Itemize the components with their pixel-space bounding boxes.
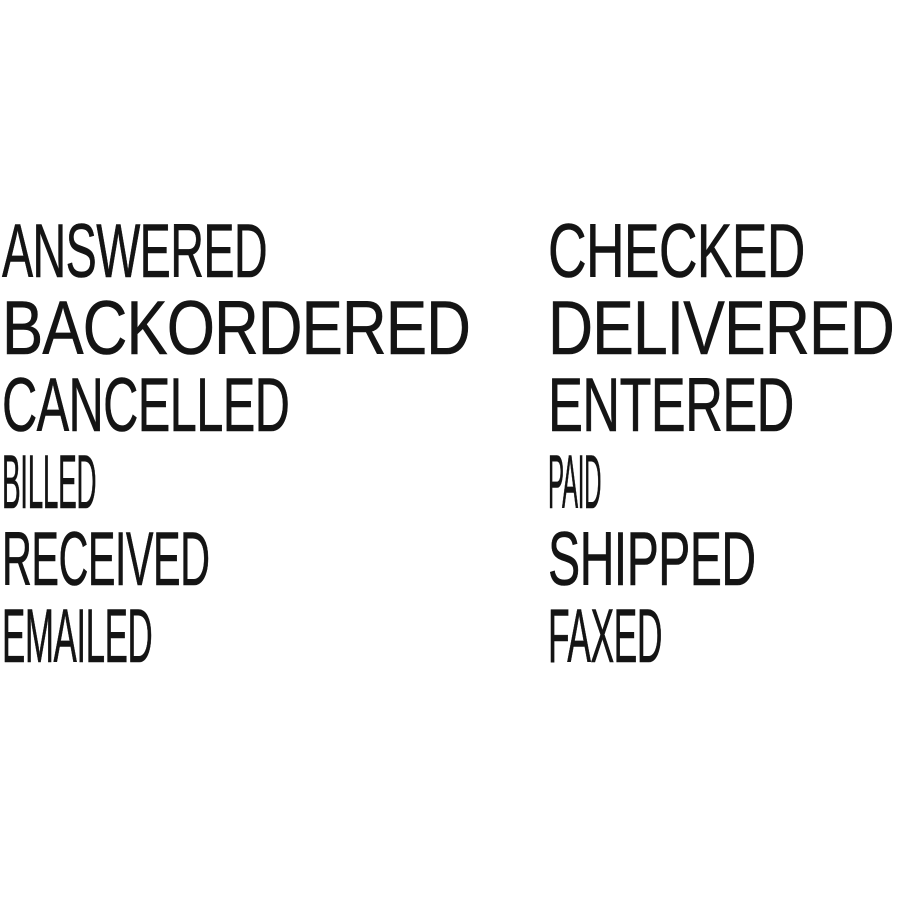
right-word-column: CHECKED DELIVERED ENTERED PAID SHIPPED F… — [548, 209, 900, 679]
word-billed: BILLED — [2, 440, 97, 525]
word-checked: CHECKED — [548, 209, 806, 294]
word-faxed: FAXED — [548, 594, 663, 679]
word-shipped: SHIPPED — [548, 517, 757, 602]
word-received: RECEIVED — [2, 517, 210, 602]
word-backordered: BACKORDERED — [2, 286, 471, 371]
word-paid: PAID — [548, 440, 602, 525]
left-word-column: ANSWERED BACKORDERED CANCELLED BILLED RE… — [2, 209, 578, 679]
word-delivered: DELIVERED — [548, 286, 895, 371]
word-answered: ANSWERED — [2, 209, 268, 294]
word-entered: ENTERED — [548, 363, 795, 448]
word-emailed: EMAILED — [2, 594, 153, 679]
word-cancelled: CANCELLED — [2, 363, 290, 448]
